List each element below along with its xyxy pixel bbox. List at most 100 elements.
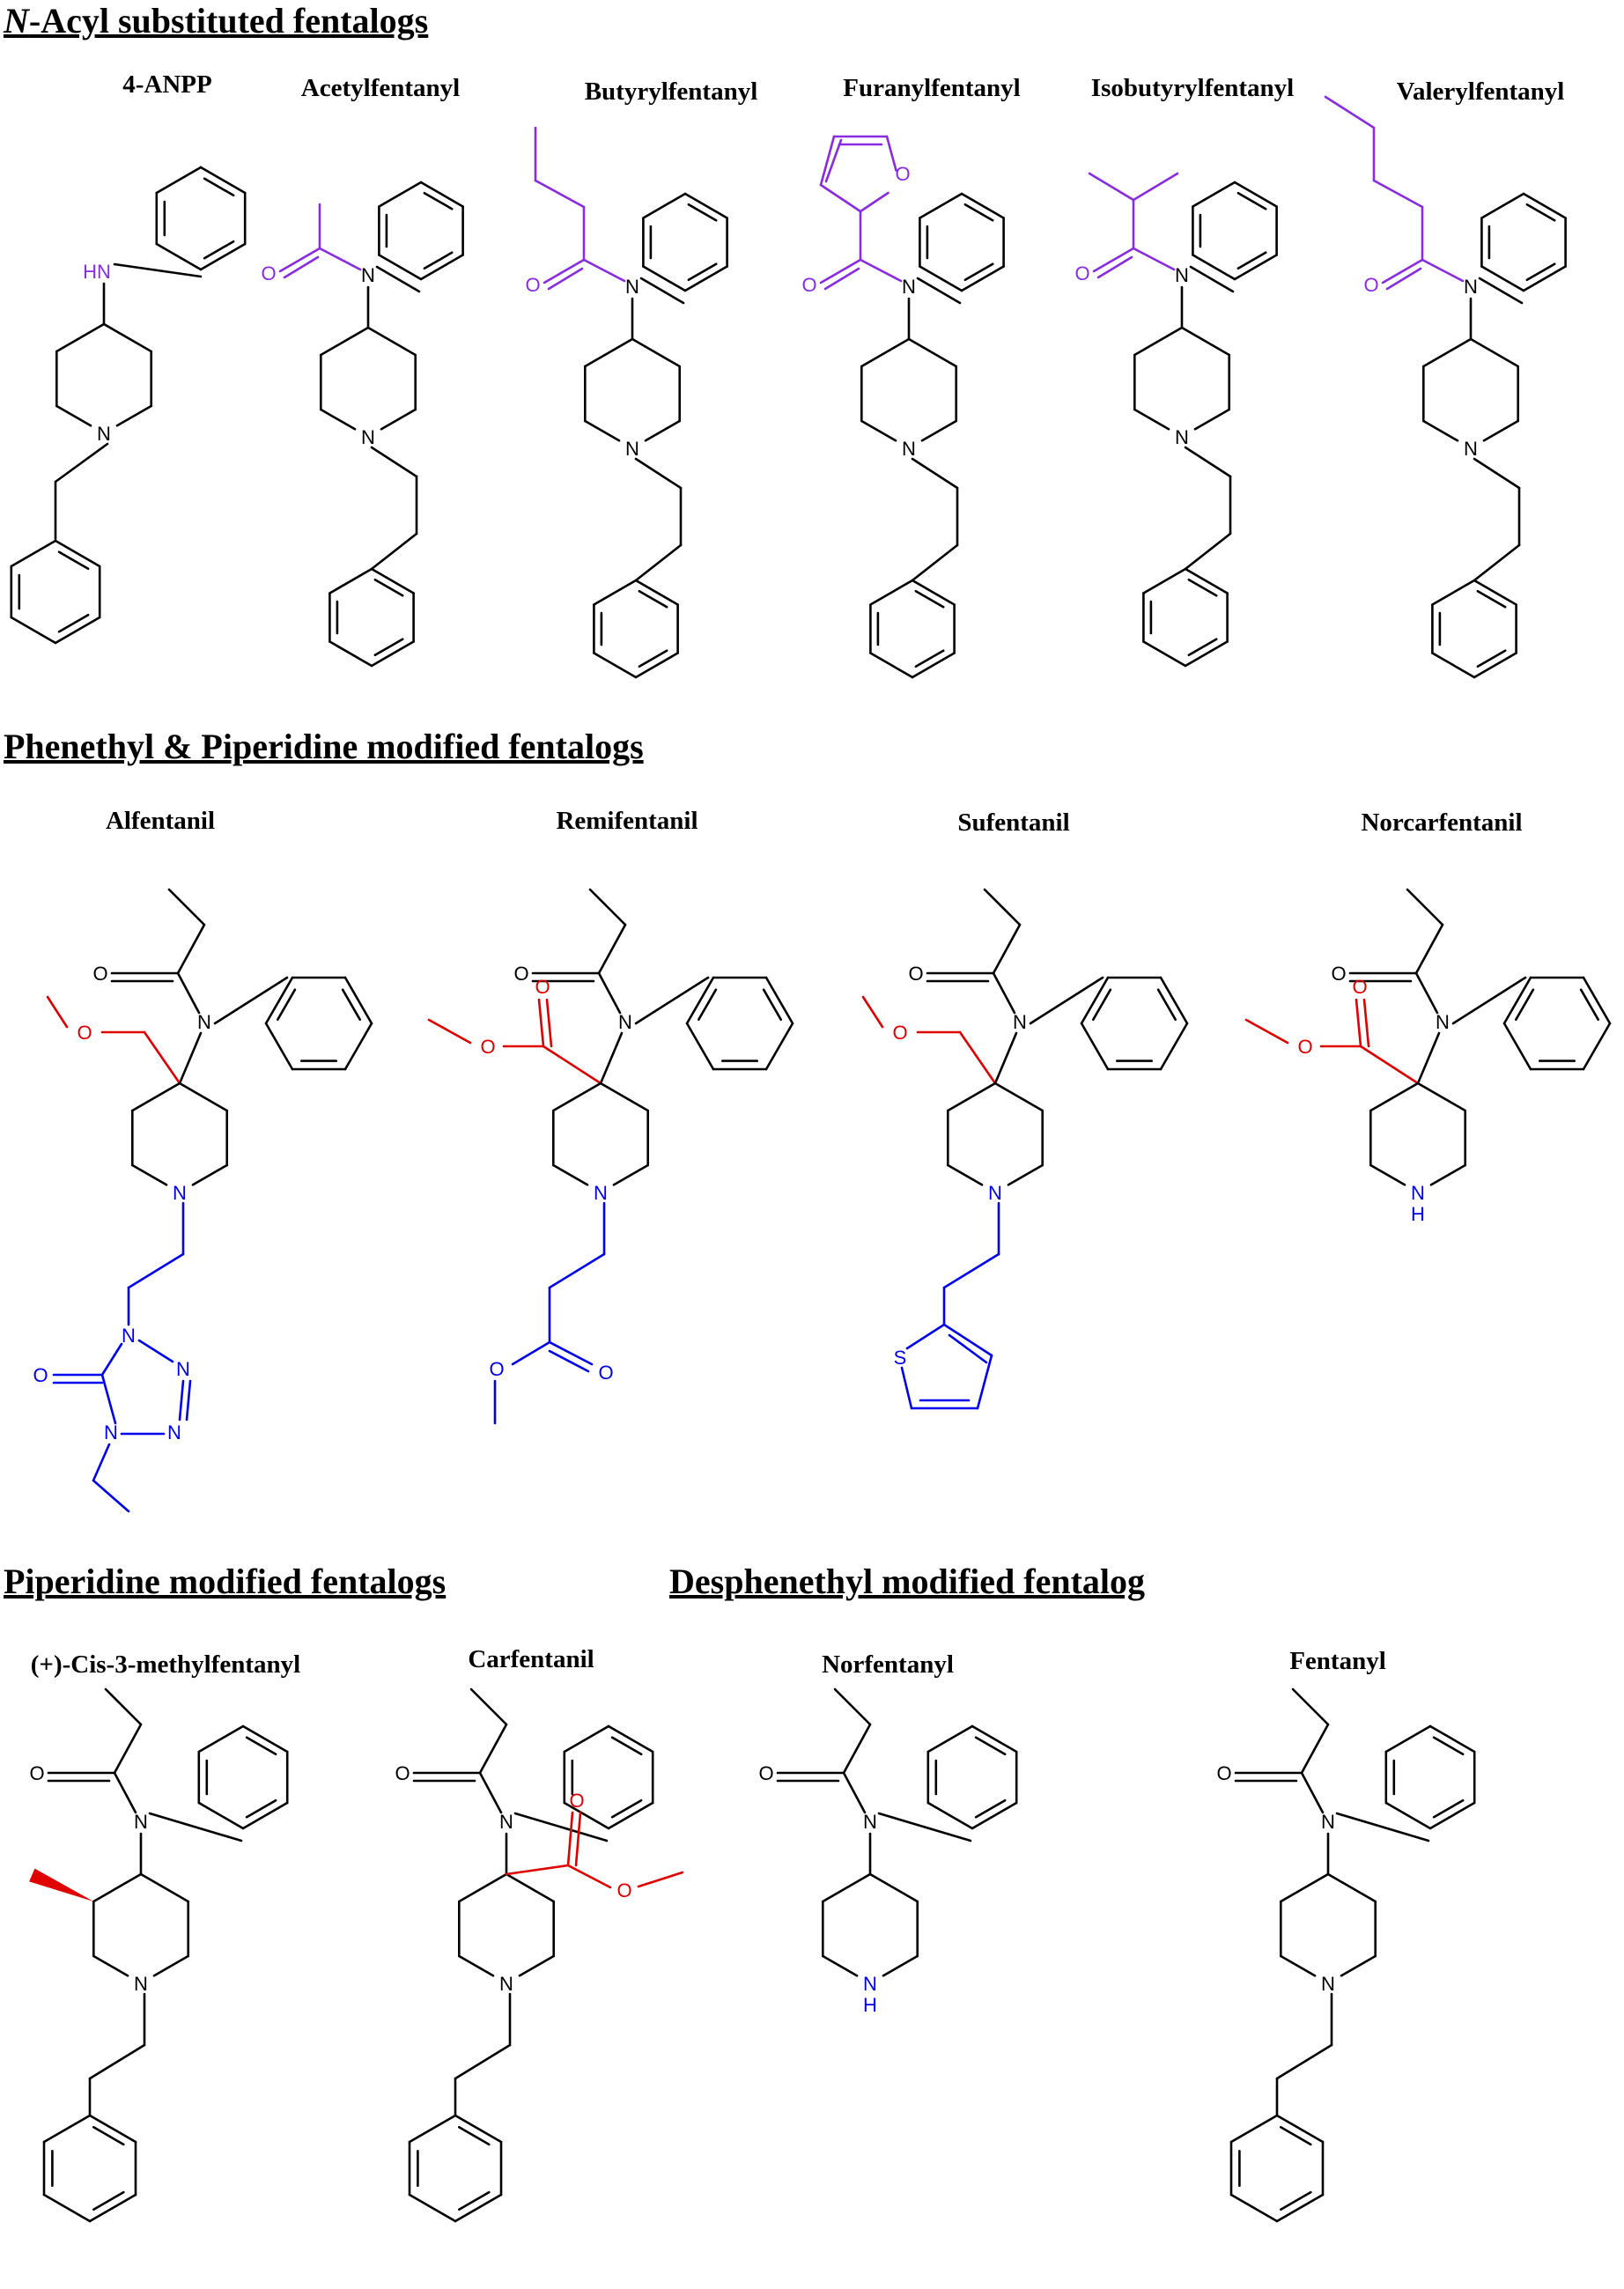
ring-double-bond <box>963 203 994 222</box>
bond <box>88 2043 146 2080</box>
carbonyl-bond <box>1096 255 1133 279</box>
bond <box>427 1018 472 1045</box>
ring-bond <box>868 1872 919 1903</box>
ether-oxygen-label: O <box>77 1022 92 1044</box>
bond <box>842 1723 872 1775</box>
bond <box>505 1864 570 1876</box>
ring-bond <box>370 640 415 668</box>
ring-bond <box>1184 567 1229 594</box>
ring-double-bond <box>610 1736 643 1756</box>
bond <box>548 1340 594 1366</box>
ring-bond <box>454 2193 503 2223</box>
bond <box>1406 888 1444 927</box>
carbonyl-oxygen-label: O <box>1216 1762 1231 1784</box>
ring-bond <box>1369 1163 1406 1186</box>
atom-label: N <box>499 1811 513 1833</box>
bond <box>833 1687 872 1726</box>
ring-double-bond <box>1525 203 1556 222</box>
bond <box>92 1443 111 1482</box>
bond <box>537 998 545 1048</box>
ring-bond <box>139 1872 189 1903</box>
ring-bond <box>1502 1022 1532 1071</box>
bond <box>599 1031 624 1085</box>
ring-bond <box>634 579 679 606</box>
nh-hydrogen-label: H <box>1411 1203 1425 1225</box>
ring-bond <box>593 579 638 606</box>
ring-bond <box>947 1163 984 1186</box>
bond <box>1451 976 1527 1025</box>
amide-bond <box>478 1771 503 1814</box>
compound-name-remifentanil: Remifentanil <box>556 807 698 835</box>
ring-bond <box>1159 1022 1189 1071</box>
ring-bond <box>178 1082 229 1112</box>
carbonyl-bond <box>547 267 584 291</box>
amide-nitrogen-label: N <box>625 276 639 298</box>
ring-bond <box>1480 265 1525 292</box>
ring-bond <box>88 2114 137 2144</box>
n-phenyl-bond <box>916 277 962 305</box>
ring-bond <box>1522 265 1567 292</box>
ring-nitrogen-label: N <box>625 438 639 460</box>
ring-bond <box>102 322 152 353</box>
section-title-nacyl: N-Acyl substituted fentalogs <box>4 4 428 39</box>
amide-nitrogen-label: N <box>1464 276 1478 298</box>
bond <box>1132 172 1179 202</box>
ring-bond <box>642 265 687 292</box>
ring-bond <box>583 337 634 368</box>
bond <box>454 2043 512 2080</box>
ring-double-bond <box>638 589 668 609</box>
ring-bond <box>1473 652 1517 679</box>
ring-bond <box>55 404 92 427</box>
carbonyl-bond <box>1092 247 1135 273</box>
ring-double-bond <box>610 1798 643 1819</box>
ring-bond <box>1080 1022 1110 1071</box>
bond <box>469 1687 508 1726</box>
ring-double-bond <box>687 262 718 282</box>
carbonyl-oxygen-label: O <box>261 262 276 284</box>
ring-bond <box>92 1954 129 1977</box>
ring-bond <box>1431 579 1476 606</box>
ring-bond <box>1469 337 1519 368</box>
carbonyl-oxygen-label: O <box>29 1762 44 1784</box>
ring-bond <box>1582 1022 1612 1071</box>
ring-double-bond <box>1280 2190 1312 2211</box>
ring-bond <box>599 1082 650 1112</box>
amide-bond <box>1414 971 1439 1015</box>
ring-nitrogen-label: N <box>863 1973 877 1995</box>
ring-bond <box>92 1872 143 1903</box>
ring-bond <box>860 419 897 442</box>
ring-double-bond <box>423 251 454 270</box>
section-title-desphenethyl: Desphenethyl modified fentalog <box>669 1562 1145 1601</box>
ring-bond <box>1473 579 1517 606</box>
amide-bond <box>113 1771 137 1814</box>
ring-bond <box>1280 1872 1330 1903</box>
bond <box>942 1323 993 1357</box>
bond <box>113 1723 143 1775</box>
ring-double-bond <box>1525 262 1556 282</box>
ring-bond <box>642 192 687 219</box>
bond <box>1355 998 1362 1048</box>
bond <box>54 442 109 484</box>
bond <box>92 1479 130 1513</box>
bond <box>566 1811 574 1867</box>
ring-bond <box>1229 2114 1279 2144</box>
ring-double-bond <box>1092 988 1112 1021</box>
thiophene-sulfur-label: S <box>894 1347 907 1369</box>
ring-bond <box>1429 1163 1466 1186</box>
ring-double-bond <box>638 649 668 668</box>
compound-name-furanyl: Furanylfentanyl <box>843 74 1021 102</box>
ring-bond <box>1192 254 1236 281</box>
ring-bond <box>1180 326 1230 357</box>
bond <box>1414 923 1444 975</box>
ring-bond <box>1280 1954 1317 1977</box>
ring-double-bond <box>1432 1798 1465 1819</box>
carbonyl-bond <box>823 267 860 291</box>
ring-double-bond <box>1187 578 1218 597</box>
ring-bond <box>197 1801 245 1830</box>
ring-bond <box>378 181 423 208</box>
ring-bond <box>343 976 373 1025</box>
ethyl-bond <box>634 543 683 582</box>
bond <box>178 1379 185 1421</box>
ring-double-bond <box>203 240 235 260</box>
bond <box>900 1366 913 1410</box>
